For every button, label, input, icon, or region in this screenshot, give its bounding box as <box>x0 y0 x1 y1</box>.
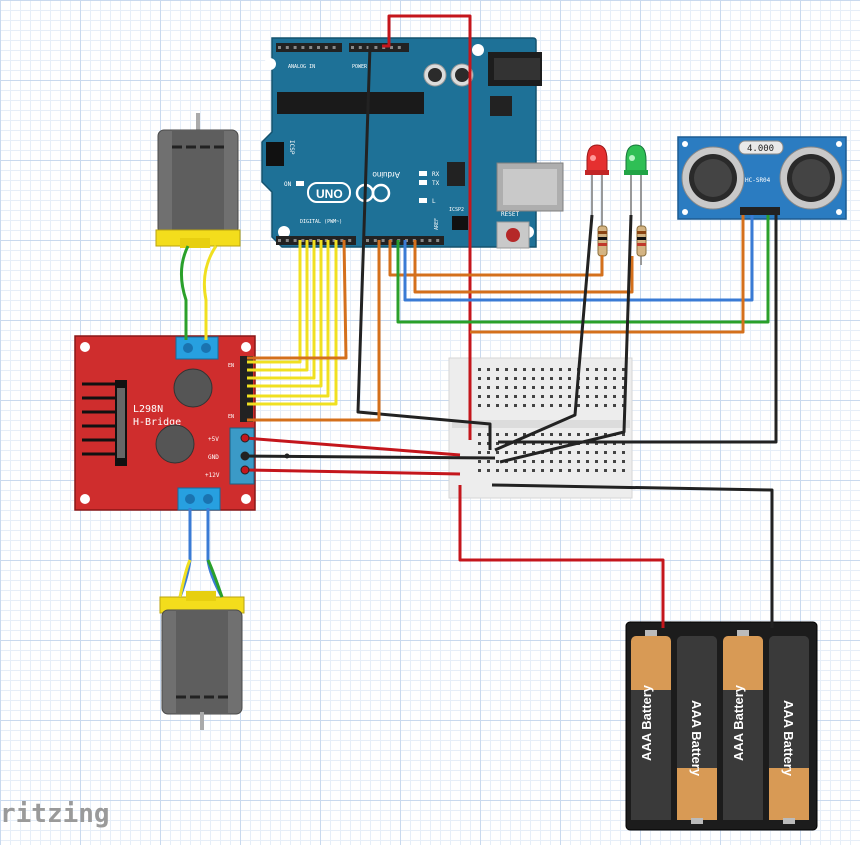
arduino-uno-board: ANALOG IN POWER DIGITAL (PWM~) ICSP RX T… <box>261 37 564 249</box>
red-led <box>585 144 609 225</box>
wire-yellow-motor-b <box>178 559 192 598</box>
en-a-label: EN <box>228 363 234 369</box>
wire-yellow-4 <box>247 240 323 388</box>
wire-red-battery <box>458 485 665 628</box>
wire-yellow-2 <box>247 240 309 372</box>
battery-cell: AAA Battery <box>677 636 717 824</box>
wire-red-5v <box>382 14 472 440</box>
sensor-transducer-left <box>681 146 745 210</box>
battery-cell: AAA Battery <box>631 630 671 820</box>
battery-cell-label: AAA Battery <box>639 684 654 761</box>
tx-label: TX <box>432 180 440 187</box>
uno-text: UNO <box>316 187 343 201</box>
wire-red-hb-5v <box>244 436 461 457</box>
arduino-brand-text: Arduino <box>372 170 400 179</box>
logic-pin-header <box>240 356 253 422</box>
dc-motor-top <box>155 113 241 248</box>
wire-black-battery <box>491 483 774 628</box>
heatsink <box>82 380 127 466</box>
sensor-transducer-right <box>779 146 843 210</box>
battery-cell-label: AAA Battery <box>781 700 796 777</box>
hbridge-subtitle: H-Bridge <box>133 417 181 428</box>
hbridge-title: L298N <box>133 404 163 415</box>
sensor-display: 4.000 <box>747 144 774 154</box>
pin-gnd-label: GND <box>208 454 219 461</box>
digital-label: DIGITAL (PWM~) <box>300 219 342 225</box>
wire-blue-trig <box>403 215 754 302</box>
wire-orange-en-a <box>247 239 348 360</box>
wire-green-motor-b <box>206 559 224 598</box>
wire-black-gnd-arduino <box>356 45 492 450</box>
wire-red-hb-12v <box>244 468 461 476</box>
wire-yellow-5 <box>247 240 330 398</box>
pin-5v-label: +5V <box>208 436 219 443</box>
wire-yellow-3 <box>247 240 316 380</box>
wire-black-hb-gnd <box>244 454 496 460</box>
analog-in-label: ANALOG IN <box>288 64 315 70</box>
pin-12v-label: +12V <box>205 472 220 479</box>
fritzing-watermark: ritzing <box>0 799 110 829</box>
sensor-crystal <box>738 140 784 155</box>
icsp-label: ICSP <box>288 140 295 155</box>
rx-label: RX <box>432 171 440 178</box>
wire-orange-vcc-sensor <box>470 215 745 334</box>
sensor-model-label: HC-SR04 <box>745 177 771 184</box>
en-b-label: EN <box>228 414 234 420</box>
wire-orange-en-b <box>247 240 381 422</box>
dc-motor-bottom <box>159 591 245 730</box>
wire-yellow-motor-a <box>202 245 218 340</box>
atmega-chip <box>277 92 424 114</box>
resistor-green-led <box>636 215 647 265</box>
reset-label: RESET <box>501 211 519 218</box>
wire-green-motor-a <box>180 245 190 340</box>
wire-black-led-green <box>499 214 633 464</box>
wire-orange-led-red <box>388 240 604 277</box>
on-label: ON <box>284 181 292 188</box>
motor-b-terminal <box>177 487 221 511</box>
wire-yellow-1 <box>247 240 302 364</box>
icsp2-label: ICSP2 <box>449 207 464 213</box>
l298n-hbridge: L298N H-Bridge +5V GND +12V EN EN <box>74 335 256 511</box>
wire-orange-led-green <box>413 240 634 294</box>
battery-cells: AAA Battery AAA Battery AAA Battery AAA Bat… <box>631 630 809 824</box>
l-label: L <box>432 198 436 205</box>
battery-pack: AAA Battery AAA Battery AAA Battery AAA Bat… <box>625 621 818 831</box>
power-label: POWER <box>352 64 368 70</box>
battery-cell: AAA Battery <box>769 636 809 824</box>
breadboard <box>448 357 633 499</box>
green-led <box>624 144 648 225</box>
uno-logo <box>307 182 351 203</box>
battery-cell-label: AAA Battery <box>689 700 704 777</box>
wire-black-led-red <box>494 214 594 452</box>
wires <box>178 14 778 628</box>
wire-blue-motor-b-2 <box>206 508 224 598</box>
battery-cell: AAA Battery <box>723 630 763 820</box>
ultrasonic-sensor: 4.000 HC-SR04 <box>677 136 847 220</box>
resistor-red-led <box>597 215 608 265</box>
battery-cell-label: AAA Battery <box>731 684 746 761</box>
wire-yellow-6 <box>247 240 338 406</box>
motor-a-terminal <box>175 336 219 360</box>
aref-label: AREF <box>434 218 440 230</box>
wire-black-gnd-sensor <box>498 215 778 444</box>
